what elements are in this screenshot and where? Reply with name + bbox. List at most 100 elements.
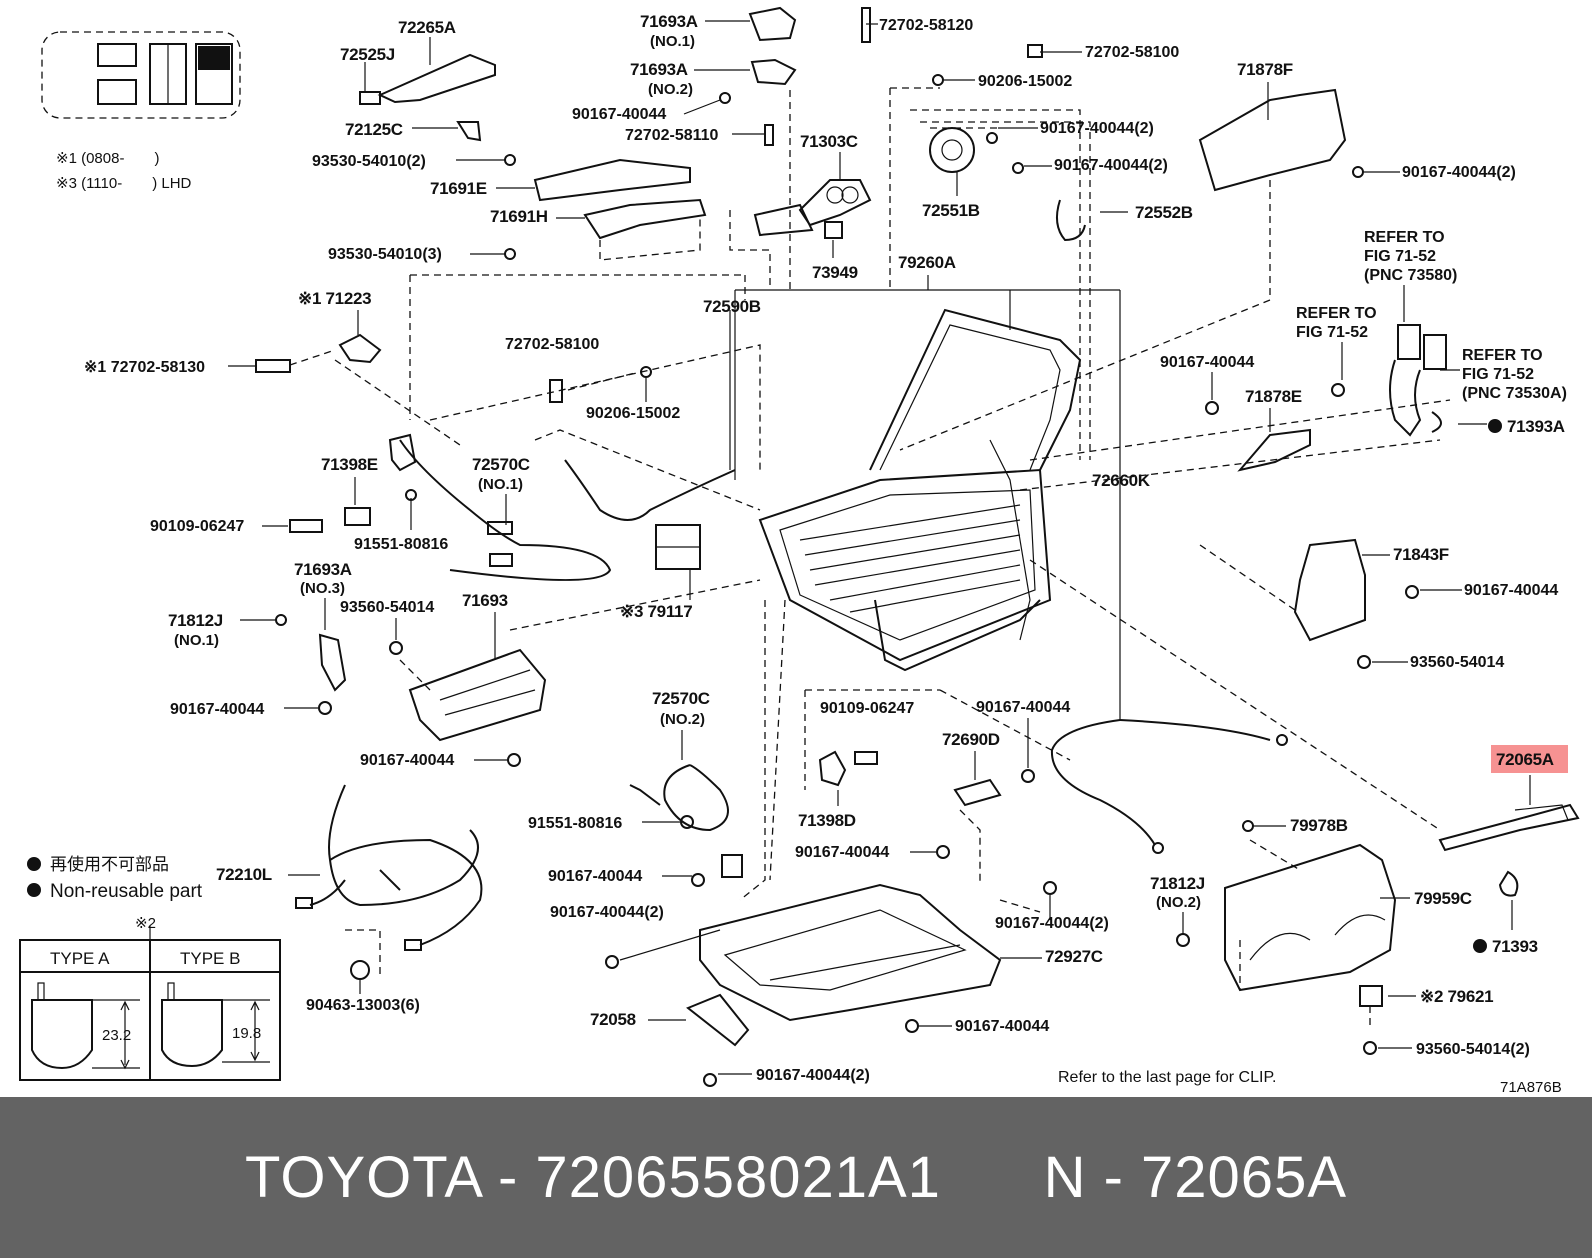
part-71691E: [496, 158, 691, 202]
label-90167-40044-2f: 90167-40044(2): [756, 1067, 870, 1084]
label-79117: ※3 79117: [620, 602, 692, 621]
legend-note-3: ※3 (1110- ) LHD: [56, 175, 192, 192]
label-90167-40044-c: 90167-40044: [360, 752, 454, 769]
label-90167-40044-2c: 90167-40044(2): [1402, 164, 1516, 181]
part-72702-58120: [861, 7, 878, 43]
legend-note-1: ※1 (0808- ): [56, 150, 159, 167]
label-71812J-no1-sub: (NO.1): [174, 632, 219, 649]
label-71693A-no3-sub: (NO.3): [300, 580, 345, 597]
part-72927C: [699, 883, 1002, 1022]
label-90167-40044-e: 90167-40044: [1464, 582, 1558, 599]
type-b-dimension: 19.8: [232, 1025, 261, 1042]
label-90167-40044-g: 90167-40044: [795, 844, 889, 861]
part-number-footer: TOYOTA - 7206558021A1 N - 72065A: [0, 1097, 1592, 1258]
label-71398D: 71398D: [798, 811, 856, 830]
label-71812J-no2: 71812J: [1150, 874, 1205, 893]
clip-reference-note: Refer to the last page for CLIP.: [1058, 1069, 1277, 1086]
label-72702-58130: ※1 72702-58130: [84, 359, 205, 376]
part-71691H: [556, 198, 707, 261]
parts-diagram: ※1 (0808- ) ※3 (1110- ) LHD 72265A 72525…: [19, 6, 1580, 1096]
bullet-icon-en: [27, 883, 41, 897]
part-number-caption: TOYOTA - 7206558021A1 N - 72065A: [244, 1145, 1348, 1210]
legend-type-mark: ※2: [135, 915, 156, 932]
part-72265A: [377, 37, 496, 104]
label-72590B: 72590B: [703, 297, 761, 316]
part-72690D: [953, 718, 1035, 807]
label-71398E: 71398E: [321, 455, 378, 474]
label-refer2-b: FIG 71-52: [1296, 324, 1368, 341]
label-refer3-b: FIG 71-52: [1462, 366, 1534, 383]
label-90167-40044-d: 90167-40044: [1160, 354, 1254, 371]
label-93530-54010-3: 93530-54010(3): [328, 246, 442, 263]
label-72065A-top: 72065A: [1496, 750, 1554, 769]
label-90167-40044-2d: 90167-40044(2): [550, 904, 664, 921]
label-71223: ※1 71223: [298, 289, 371, 308]
part-72065A[interactable]: [1438, 775, 1580, 852]
label-72702-58120: 72702-58120: [879, 17, 973, 34]
label-91551-80816-b: 91551-80816: [528, 815, 622, 832]
label-93560-54014-2: 93560-54014(2): [1416, 1041, 1530, 1058]
part-79260A-seat-frame: [758, 308, 1082, 672]
part-90463-13003: [350, 960, 370, 994]
label-71878E: 71878E: [1245, 387, 1302, 406]
label-72690D: 72690D: [942, 730, 1000, 749]
label-91551-80816-a: 91551-80816: [354, 536, 448, 553]
part-79117: [655, 524, 701, 600]
label-90167-40044-a: 90167-40044: [572, 106, 666, 123]
label-72660K: 72660K: [1092, 471, 1151, 490]
label-72552B: 72552B: [1135, 203, 1193, 222]
label-72525J: 72525J: [340, 45, 395, 64]
non-reusable-dot-71393A: [1488, 419, 1502, 433]
part-72702-58100-b: [549, 372, 636, 403]
part-72210L-cable: [288, 784, 483, 951]
part-71843F: [1293, 538, 1390, 642]
part-72552B: [1055, 199, 1128, 242]
label-72570C-no1: 72570C: [472, 455, 530, 474]
label-90167-40044-b: 90167-40044: [170, 701, 264, 718]
label-90206-15002-a: 90206-15002: [978, 73, 1072, 90]
label-90167-40044-2b: 90167-40044(2): [1054, 157, 1168, 174]
label-72570C-no2: 72570C: [652, 689, 710, 708]
label-90109-06247-a: 90109-06247: [150, 518, 244, 535]
label-90167-40044-2a: 90167-40044(2): [1040, 120, 1154, 137]
part-72551B: [929, 127, 975, 196]
label-71812J-no2-sub: (NO.2): [1156, 894, 1201, 911]
label-71693A-no2-sub: (NO.2): [648, 81, 693, 98]
part-79959C: [1224, 843, 1410, 992]
label-90463-13003-6: 90463-13003(6): [306, 997, 420, 1014]
non-reusable-dot-71393: [1473, 939, 1487, 953]
figure-code: 71A876B: [1500, 1079, 1562, 1096]
label-79621: ※2 79621: [1420, 987, 1493, 1006]
label-71393A: 71393A: [1507, 417, 1565, 436]
label-90206-15002-b: 90206-15002: [586, 405, 680, 422]
part-71878E: [1237, 408, 1311, 472]
label-72702-58110: 72702-58110: [625, 127, 719, 144]
label-72702-58100-b: 72702-58100: [505, 336, 599, 353]
label-73949: 73949: [812, 263, 858, 282]
label-72551B: 72551B: [922, 201, 980, 220]
part-71693A-no2: [694, 58, 797, 86]
label-refer3-a: REFER TO: [1462, 347, 1543, 364]
part-71303C: [753, 152, 872, 237]
label-71693A-no1: 71693A: [640, 12, 698, 31]
label-71303C: 71303C: [800, 132, 858, 151]
legend-nonreusable-jp: 再使用不可部品: [50, 854, 169, 874]
type-a-label: TYPE A: [50, 949, 110, 968]
label-90109-06247-b: 90109-06247: [820, 700, 914, 717]
label-79978B: 79978B: [1290, 816, 1348, 835]
label-72265A: 72265A: [398, 18, 456, 37]
label-93560-54014-a: 93560-54014: [340, 599, 434, 616]
part-71393-clip: [1498, 870, 1519, 930]
label-71693A-no3: 71693A: [294, 560, 352, 579]
label-72570C-no2-sub: (NO.2): [660, 711, 705, 728]
part-71878F: [1198, 82, 1347, 192]
label-90167-40044-h: 90167-40044: [976, 699, 1070, 716]
part-71223: [338, 310, 382, 364]
label-72927C: 72927C: [1045, 947, 1103, 966]
label-refer1-c: (PNC 73580): [1364, 267, 1457, 284]
vehicle-seat-map: [41, 31, 241, 119]
part-71693: [408, 612, 547, 742]
part-72570C-no1-cable: [388, 433, 612, 581]
legend-nonreusable-en: Non-reusable part: [50, 881, 203, 902]
